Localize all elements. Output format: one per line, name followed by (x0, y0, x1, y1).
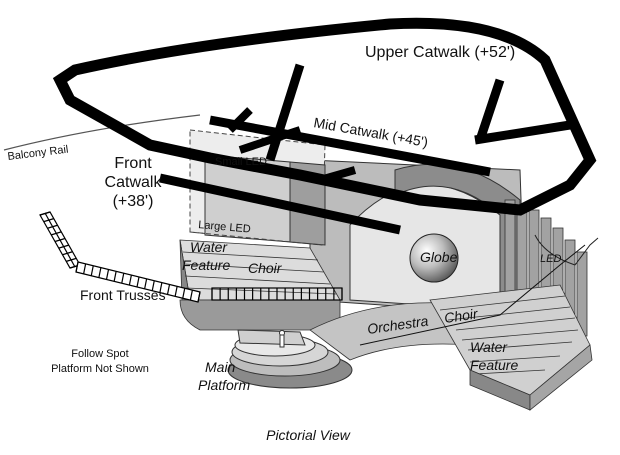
orchestra-leader-line (359, 244, 586, 346)
diagram-title: Pictorial View (266, 427, 351, 443)
back-wall-structure (309, 159, 599, 337)
front-catwalk-label-1: Front (114, 155, 152, 172)
mid-catwalk-cross-2 (238, 126, 302, 154)
small-led-label: Small LED (215, 156, 267, 168)
upper-catwalk (52, 17, 597, 216)
truss-strut (105, 269, 110, 280)
truss-strut (43, 218, 54, 223)
mid-catwalk-cross-3 (318, 166, 357, 184)
truss-strut (39, 211, 51, 216)
catwalks (52, 17, 597, 235)
truss-strut (98, 267, 102, 278)
mid-catwalk-cross-1 (227, 107, 253, 133)
truss-strut (62, 251, 73, 256)
globe-label: Globe (420, 249, 458, 265)
truss-strut (83, 263, 87, 274)
large-led-dashed (189, 231, 323, 246)
led-right-label: LED (540, 253, 561, 265)
truss-strut (166, 284, 171, 295)
truss-strut (182, 288, 186, 299)
truss-strut (90, 265, 94, 276)
truss-strut (58, 244, 69, 249)
front-catwalk (159, 173, 401, 235)
truss-strut (47, 224, 58, 229)
truss-strut (189, 290, 193, 301)
main-platform-label-1: Main (205, 359, 236, 375)
water-feature-right-label-1: Water (470, 339, 508, 355)
front-trusses (75, 261, 201, 303)
large-led-label: Large LED (198, 219, 251, 236)
upper-catwalk-spoke-1 (265, 63, 305, 162)
balcony-rail (3, 114, 201, 151)
main-platform (227, 329, 353, 389)
upper-catwalk-spoke-2 (475, 78, 505, 142)
truss-strut (197, 291, 201, 303)
water-feature-right-label-2: Feature (470, 357, 518, 373)
choir-left-label: Choir (248, 260, 283, 276)
truss-strut (151, 280, 155, 291)
truss-strut (51, 231, 62, 236)
upper-catwalk-label: Upper Catwalk (+52') (365, 44, 515, 61)
right-stage-area (309, 244, 593, 411)
follow-spot-note-1: Follow Spot (71, 348, 128, 360)
led-right-outline (534, 234, 599, 266)
front-trusses-label: Front Trusses (80, 287, 166, 303)
truss-strut (75, 261, 79, 273)
left-choir-risers (179, 239, 341, 331)
upper-catwalk-spoke-3 (474, 120, 571, 145)
front-catwalk-label-3: (+38') (113, 193, 154, 210)
follow-spot-note-2: Platform Not Shown (51, 363, 149, 375)
choir-right-label: Choir (443, 305, 480, 326)
truss-strut (128, 275, 132, 286)
truss-strut (144, 278, 148, 289)
main-platform-label-2: Platform (198, 377, 250, 393)
water-feature-left-label-1: Water (190, 239, 228, 255)
truss-strut (121, 273, 125, 284)
truss-strut (54, 237, 66, 243)
truss-strut (159, 282, 163, 293)
water-feature-left-label-2: Feature (182, 257, 230, 273)
mid-catwalk (209, 115, 491, 177)
truss-strut (113, 271, 117, 282)
truss-strut (174, 286, 178, 297)
front-catwalk-label-2: Catwalk (105, 174, 163, 191)
truss-strut (66, 257, 77, 262)
front-truss-center (211, 287, 343, 301)
left-truss-tower (39, 211, 81, 269)
globe (409, 233, 459, 283)
truss-strut (136, 276, 140, 288)
